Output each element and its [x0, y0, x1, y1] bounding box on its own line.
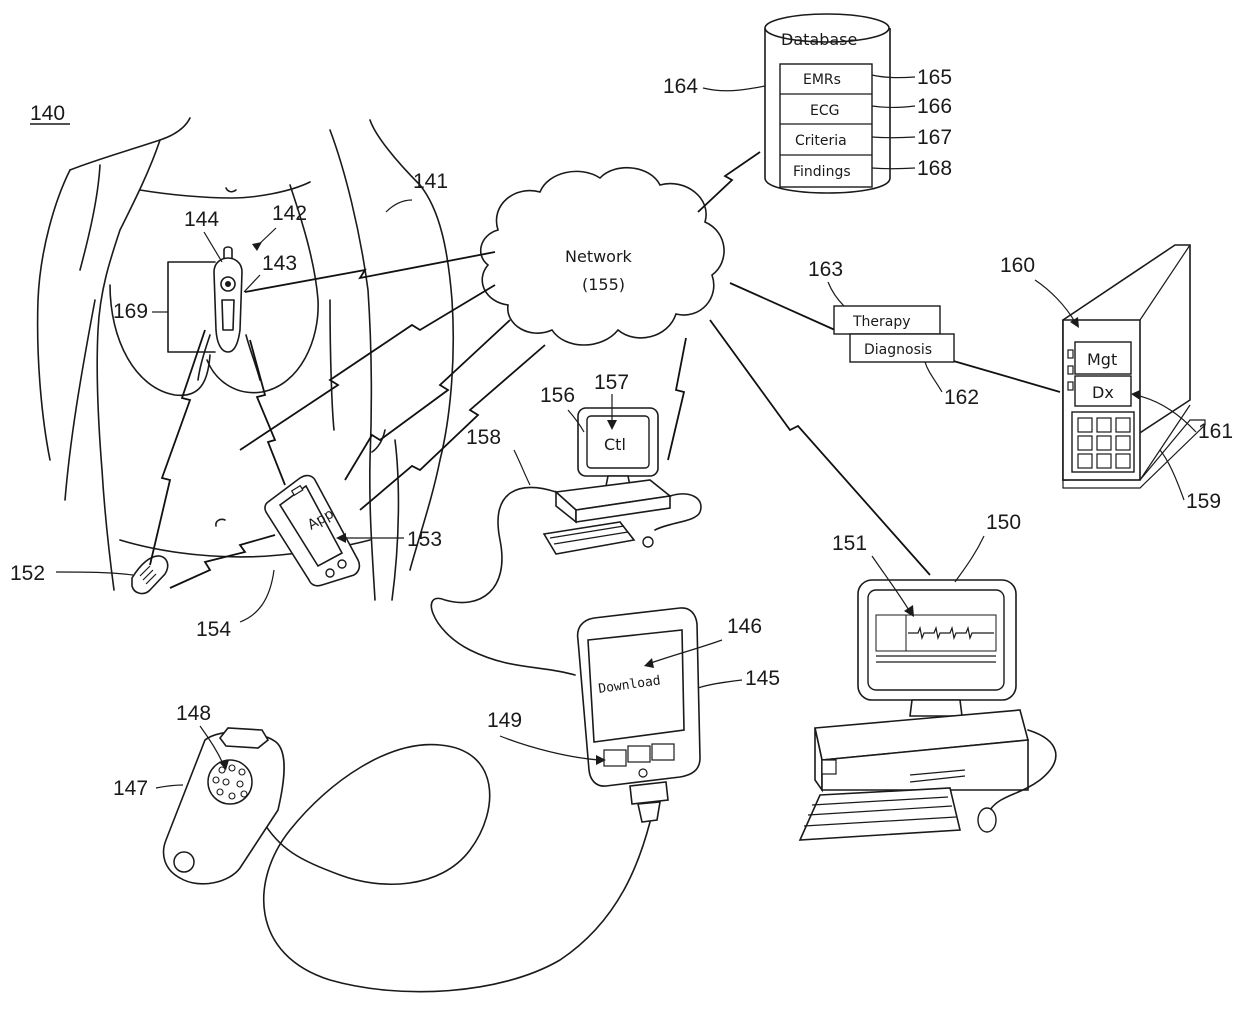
server-tower-icon: Mgt Dx: [1063, 245, 1205, 488]
wireless-bolt-icon: [150, 330, 285, 588]
database-row-ecg: ECG: [810, 103, 839, 119]
ref-167: 167: [917, 126, 952, 149]
therapy-diagnosis-packets: Therapy Diagnosis: [834, 306, 954, 362]
personal-computer-icon: Ctl: [544, 408, 701, 554]
ref-143: 143: [262, 252, 297, 275]
ref-159: 159: [1186, 490, 1221, 513]
ref-146: 146: [727, 615, 762, 638]
ref-148: 148: [176, 702, 211, 725]
ref-152: 152: [10, 562, 45, 585]
ref-150: 150: [986, 511, 1021, 534]
ref-142: 142: [272, 202, 307, 225]
patient-torso: [38, 118, 454, 600]
ref-144: 144: [184, 208, 219, 231]
handheld-device-icon: Download: [578, 608, 700, 822]
ref-168: 168: [917, 157, 952, 180]
figure-number: 140: [30, 102, 65, 125]
cloud-icon: Network (155): [481, 168, 724, 345]
ref-162: 162: [944, 386, 979, 409]
server-mgt-label: Mgt: [1087, 350, 1117, 369]
ref-160: 160: [1000, 254, 1035, 277]
usb-cable: [431, 487, 575, 675]
ref-158: 158: [466, 426, 501, 449]
ref-163: 163: [808, 258, 843, 281]
database-cylinder-icon: Database EMRs ECG Criteria Findings: [765, 14, 890, 193]
ref-156: 156: [540, 384, 575, 407]
ref-151: 151: [832, 532, 867, 555]
patch-outline: [168, 262, 215, 352]
ref-166: 166: [917, 95, 952, 118]
cradle-icon: [164, 728, 285, 884]
ref-165: 165: [917, 66, 952, 89]
ref-147: 147: [113, 777, 148, 800]
ref-149: 149: [487, 709, 522, 732]
cradle-cable: [262, 745, 650, 992]
ref-153: 153: [407, 528, 442, 551]
ref-145: 145: [745, 667, 780, 690]
database-title: Database: [781, 30, 857, 49]
therapy-label: Therapy: [852, 314, 911, 330]
ref-169: 169: [113, 300, 148, 323]
server-dx-label: Dx: [1092, 383, 1114, 402]
database-row-findings: Findings: [793, 164, 851, 180]
ref-161: 161: [1198, 420, 1233, 443]
pc-screen-label: Ctl: [604, 435, 626, 454]
ref-164: 164: [663, 75, 698, 98]
diagnosis-label: Diagnosis: [864, 342, 932, 358]
wearable-sensor-icon: [132, 556, 168, 594]
ref-154: 154: [196, 618, 231, 641]
network-label: Network: [565, 247, 633, 266]
desktop-computer-icon: [800, 580, 1056, 840]
network-ref-label: (155): [582, 275, 625, 294]
ref-141: 141: [413, 170, 448, 193]
database-row-criteria: Criteria: [795, 133, 847, 149]
smartphone-icon: App: [265, 476, 359, 586]
database-row-emrs: EMRs: [803, 72, 841, 88]
ref-157: 157: [594, 371, 629, 394]
